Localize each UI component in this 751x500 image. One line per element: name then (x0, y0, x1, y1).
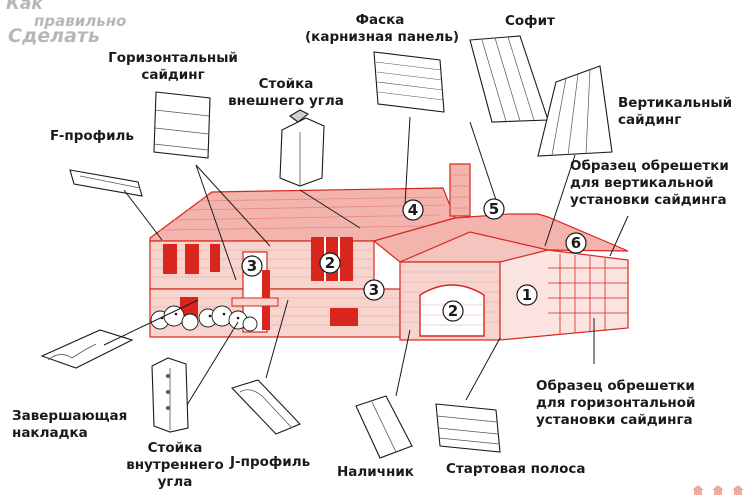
house-logo-icon (692, 485, 704, 495)
marker-4-label: 4 (408, 201, 418, 219)
label-vertikalny: Вертикальный сайдинг (618, 95, 732, 129)
label-obreshetka-gor-line-2: для горизонтальной (536, 395, 696, 411)
label-faska-line-1: Фаска (355, 12, 405, 28)
watermark-line-3: Сделать (8, 25, 100, 47)
label-obreshetka-gor-line-3: установки сайдинга (536, 412, 693, 428)
bushes (150, 305, 258, 332)
marker-2-window-label: 2 (325, 254, 335, 272)
marker-3-wall: 3 (363, 279, 385, 301)
faska-icon (373, 51, 445, 113)
label-obreshetka-vert-line-3: установки сайдинга (570, 192, 727, 208)
j-profile-icon (230, 379, 301, 435)
label-stoyka-vnutrennego-line-1: Стойка (147, 440, 203, 456)
label-obreshetka-vert-line-2: для вертикальной (570, 175, 714, 191)
house-logo-icon (732, 485, 744, 495)
label-gorizontalny-line-1: Горизонтальный (108, 50, 238, 66)
profile-sketches (40, 35, 613, 459)
house-logo-icon (712, 485, 724, 495)
label-zavershayushchaya: Завершающая накладка (12, 408, 127, 442)
label-obreshetka-gor-line-1: Образец обрешетки (536, 378, 695, 394)
label-gorizontalny-line-2: сайдинг (141, 67, 205, 83)
label-vertikalny-line-2: сайдинг (618, 112, 682, 128)
marker-5-label: 5 (489, 200, 499, 218)
label-obreshetka-gor: Образец обрешетки для горизонтальной уст… (536, 378, 695, 429)
number-markers: 1 2 2 3 3 4 5 6 (241, 198, 587, 322)
marker-3-door-label: 3 (247, 257, 257, 275)
outside-corner-icon (279, 117, 325, 187)
horizontal-siding-icon (153, 91, 211, 159)
label-zavershayushchaya-line-2: накладка (12, 425, 88, 441)
lathing-grid (548, 254, 628, 334)
marker-2-garage: 2 (442, 300, 464, 322)
label-zavershayushchaya-line-1: Завершающая (12, 408, 128, 424)
label-stoyka-vneshnego-line-2: внешнего угла (228, 93, 344, 109)
label-sofit: Софит (505, 13, 555, 30)
label-startovaya: Стартовая полоса (446, 461, 586, 478)
marker-2-window: 2 (319, 252, 341, 274)
f-profile-icon (69, 169, 143, 197)
label-vertikalny-line-1: Вертикальный (618, 95, 733, 111)
marker-2-garage-label: 2 (448, 302, 458, 320)
marker-1: 1 (516, 284, 538, 306)
label-faska: Фаска (карнизная панель) (305, 12, 460, 46)
site-watermark: Как правильно Сделать (6, 0, 127, 47)
label-nalichnik-line-1: Наличник (337, 464, 414, 480)
label-obreshetka-vert-line-1: Образец обрешетки (570, 158, 729, 174)
label-gorizontalny: Горизонтальный сайдинг (98, 50, 248, 84)
right-side-wall (499, 249, 629, 341)
leader-lines (103, 116, 629, 406)
starter-strip-icon (435, 403, 501, 453)
label-obreshetka-vert: Образец обрешетки для вертикальной устан… (570, 158, 729, 209)
label-stoyka-vnutrennego-line-3: угла (157, 474, 193, 490)
vertical-siding-icon (537, 65, 613, 157)
label-j-profil-line-1: J-профиль (230, 454, 311, 470)
marker-6: 6 (565, 232, 587, 254)
label-nalichnik: Наличник (337, 464, 414, 481)
marker-5: 5 (483, 198, 505, 220)
label-stoyka-vnutrennego-line-2: внутреннего (126, 457, 224, 473)
label-stoyka-vneshnego-line-1: Стойка (258, 76, 314, 92)
left-roof-shingles (159, 196, 447, 231)
label-stoyka-vneshnego: Стойка внешнего угла (226, 76, 346, 110)
label-sofit-line-1: Софит (505, 13, 555, 29)
watermark-line-2: правильно (34, 12, 127, 30)
marker-3-door: 3 (241, 255, 263, 277)
label-f-profil-line-1: F-профиль (50, 128, 134, 144)
label-startovaya-line-1: Стартовая полоса (446, 461, 586, 477)
watermark-line-1: Как (6, 0, 43, 14)
marker-4: 4 (402, 199, 424, 221)
sofit-icon (469, 35, 549, 123)
marker-1-label: 1 (522, 286, 532, 304)
label-stoyka-vnutrennego: Стойка внутреннего угла (120, 440, 230, 491)
label-faska-line-2: (карнизная панель) (305, 29, 460, 45)
label-f-profil: F-профиль (50, 128, 134, 145)
marker-3-wall-label: 3 (369, 281, 379, 299)
marker-6-label: 6 (571, 234, 581, 252)
label-j-profil: J-профиль (230, 454, 310, 471)
chimney (449, 163, 471, 217)
house-illustration (149, 163, 629, 341)
